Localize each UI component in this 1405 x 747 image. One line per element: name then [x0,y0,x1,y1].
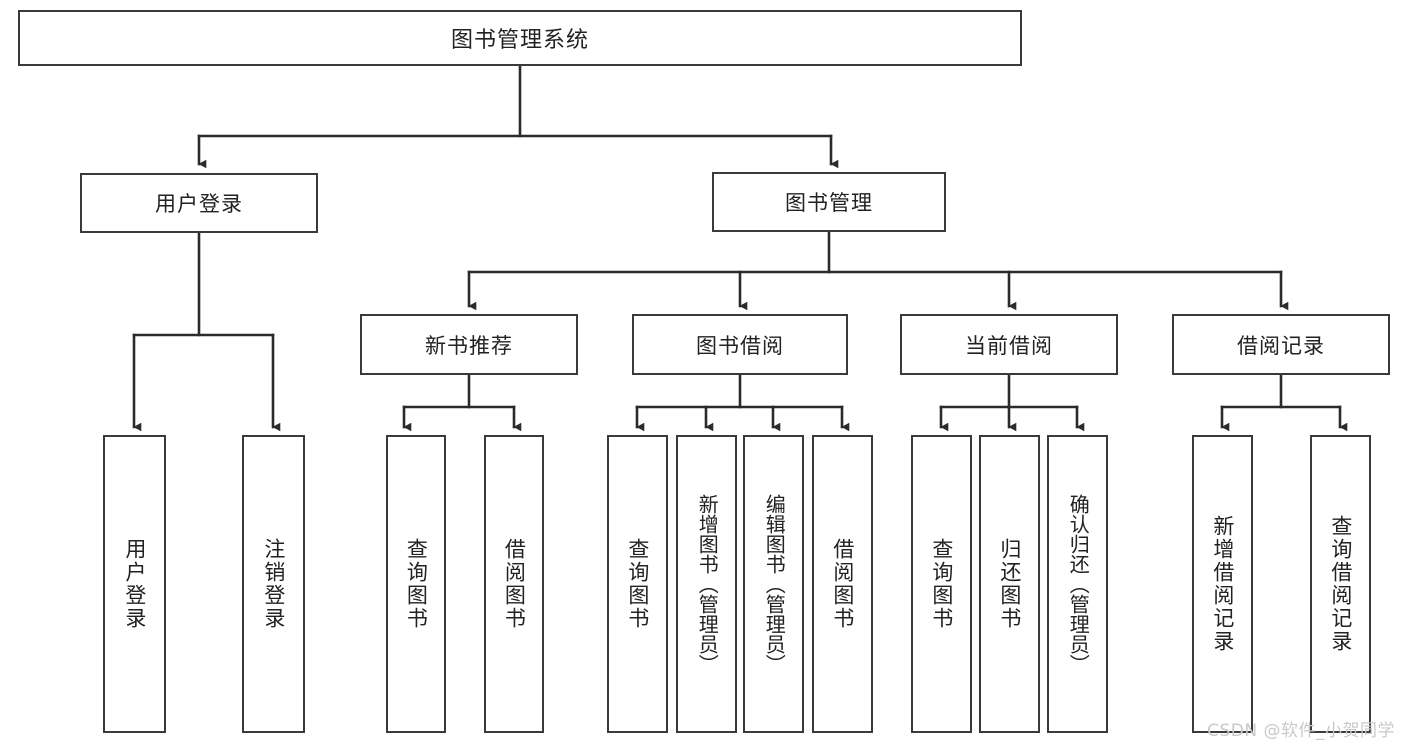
leaf-borrow-query-book[interactable]: 查询图书 [607,435,668,733]
leaf-record-query-record[interactable]: 查询借阅记录 [1310,435,1371,733]
node-borrow-record[interactable]: 借阅记录 [1172,314,1390,375]
leaf-borrow-borrow-book[interactable]: 借阅图书 [812,435,873,733]
node-label: 新书推荐 [425,333,513,358]
leaf-borrow-add-book-admin[interactable]: 新增图书（管理员） [676,435,737,733]
node-label: 用户登录 [122,538,147,630]
node-new-book-recommend[interactable]: 新书推荐 [360,314,578,375]
leaf-record-add-record[interactable]: 新增借阅记录 [1192,435,1253,733]
leaf-user-login-signout[interactable]: 注销登录 [242,435,305,733]
node-label: 新增图书（管理员） [695,494,720,674]
leaf-borrow-edit-book-admin[interactable]: 编辑图书（管理员） [743,435,804,733]
node-current-borrow[interactable]: 当前借阅 [900,314,1118,375]
node-label: 当前借阅 [965,333,1053,358]
node-book-management[interactable]: 图书管理 [712,172,946,232]
node-label: 查询借阅记录 [1328,515,1353,653]
node-user-login[interactable]: 用户登录 [80,173,318,233]
node-label: 查询图书 [404,538,429,630]
leaf-current-query-book[interactable]: 查询图书 [911,435,972,733]
node-label: 借阅图书 [830,538,855,630]
node-label: 新增借阅记录 [1210,515,1235,653]
node-label: 确认归还（管理员） [1066,494,1091,674]
node-label: 查询图书 [625,538,650,630]
leaf-recommend-query-book[interactable]: 查询图书 [386,435,446,733]
leaf-recommend-borrow-book[interactable]: 借阅图书 [484,435,544,733]
node-label: 编辑图书（管理员） [762,494,787,674]
node-label: 图书管理 [785,191,873,215]
node-label: 用户登录 [155,192,243,216]
node-label: 注销登录 [261,538,286,630]
node-label: 图书管理系统 [450,28,589,53]
leaf-current-return-book[interactable]: 归还图书 [979,435,1040,733]
node-label: 图书借阅 [696,333,784,358]
node-root-system[interactable]: 图书管理系统 [18,10,1022,66]
node-label: 归还图书 [997,538,1022,630]
leaf-current-confirm-return-admin[interactable]: 确认归还（管理员） [1047,435,1108,733]
node-label: 借阅记录 [1237,333,1325,358]
node-book-borrow[interactable]: 图书借阅 [632,314,848,375]
node-label: 借阅图书 [502,538,527,630]
node-label: 查询图书 [929,538,954,630]
leaf-user-login-signin[interactable]: 用户登录 [103,435,166,733]
